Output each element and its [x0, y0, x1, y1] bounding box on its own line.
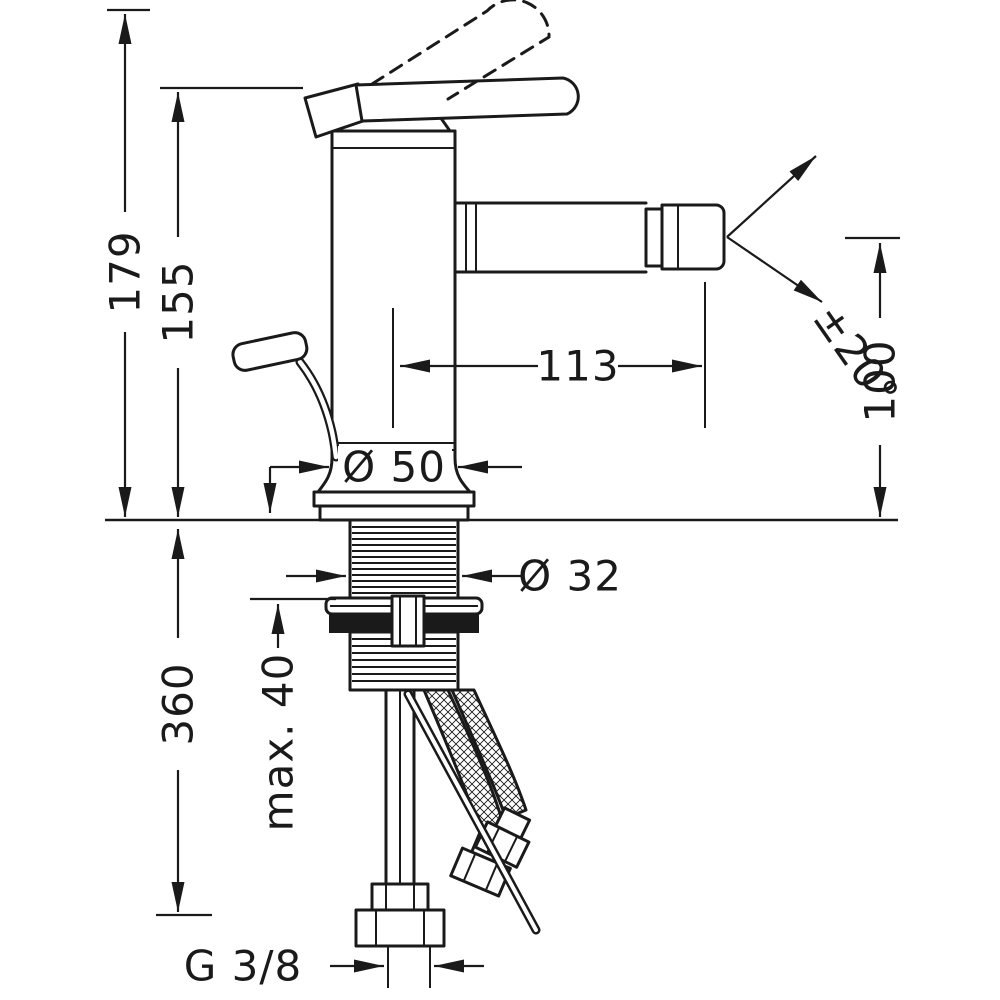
mounting-nut	[324, 594, 484, 692]
base-ring	[312, 490, 476, 508]
dimension-label: G 3/8	[184, 942, 303, 991]
side-handle	[231, 331, 341, 462]
dimension-outlet-height: 100	[845, 236, 905, 517]
dimension-label: 100	[856, 339, 905, 422]
dimension-label: max. 40	[254, 653, 303, 832]
aerator	[644, 203, 726, 271]
dimension-hole-diameter: Ø 32	[286, 552, 622, 601]
dimension-swivel-angle: ±20°	[726, 155, 909, 417]
dimension-label: 155	[154, 260, 203, 343]
dimension-total-height: 179	[101, 8, 150, 517]
faucet-lever-raised	[370, 0, 551, 101]
hex-connector	[354, 908, 446, 948]
dimension-connection-thread: G 3/8	[184, 942, 484, 991]
dimension-hose-length: 360	[154, 529, 212, 917]
dimension-body-height: 155	[154, 86, 303, 517]
dimension-spout-reach: 113	[392, 282, 706, 428]
faucet-spout	[453, 201, 726, 274]
faucet-lever	[303, 76, 580, 139]
dimension-label: 179	[101, 230, 150, 313]
pull-rod	[403, 689, 541, 935]
supply-hose-angled-2	[450, 688, 532, 869]
pin-handle-paddle	[231, 331, 309, 372]
supply-hose-straight	[354, 688, 446, 948]
dimension-body-diameter: Ø 50	[263, 443, 522, 513]
dimension-label: Ø 32	[518, 552, 622, 601]
lever-bar	[354, 76, 580, 123]
dimension-max-thickness: max. 40	[250, 597, 336, 832]
dimension-label: Ø 50	[342, 443, 446, 492]
center-bolt	[390, 594, 426, 648]
dimension-label: 113	[536, 342, 619, 391]
dimension-label: 360	[154, 662, 203, 745]
base-plate	[318, 504, 470, 522]
threaded-shank	[348, 520, 460, 600]
